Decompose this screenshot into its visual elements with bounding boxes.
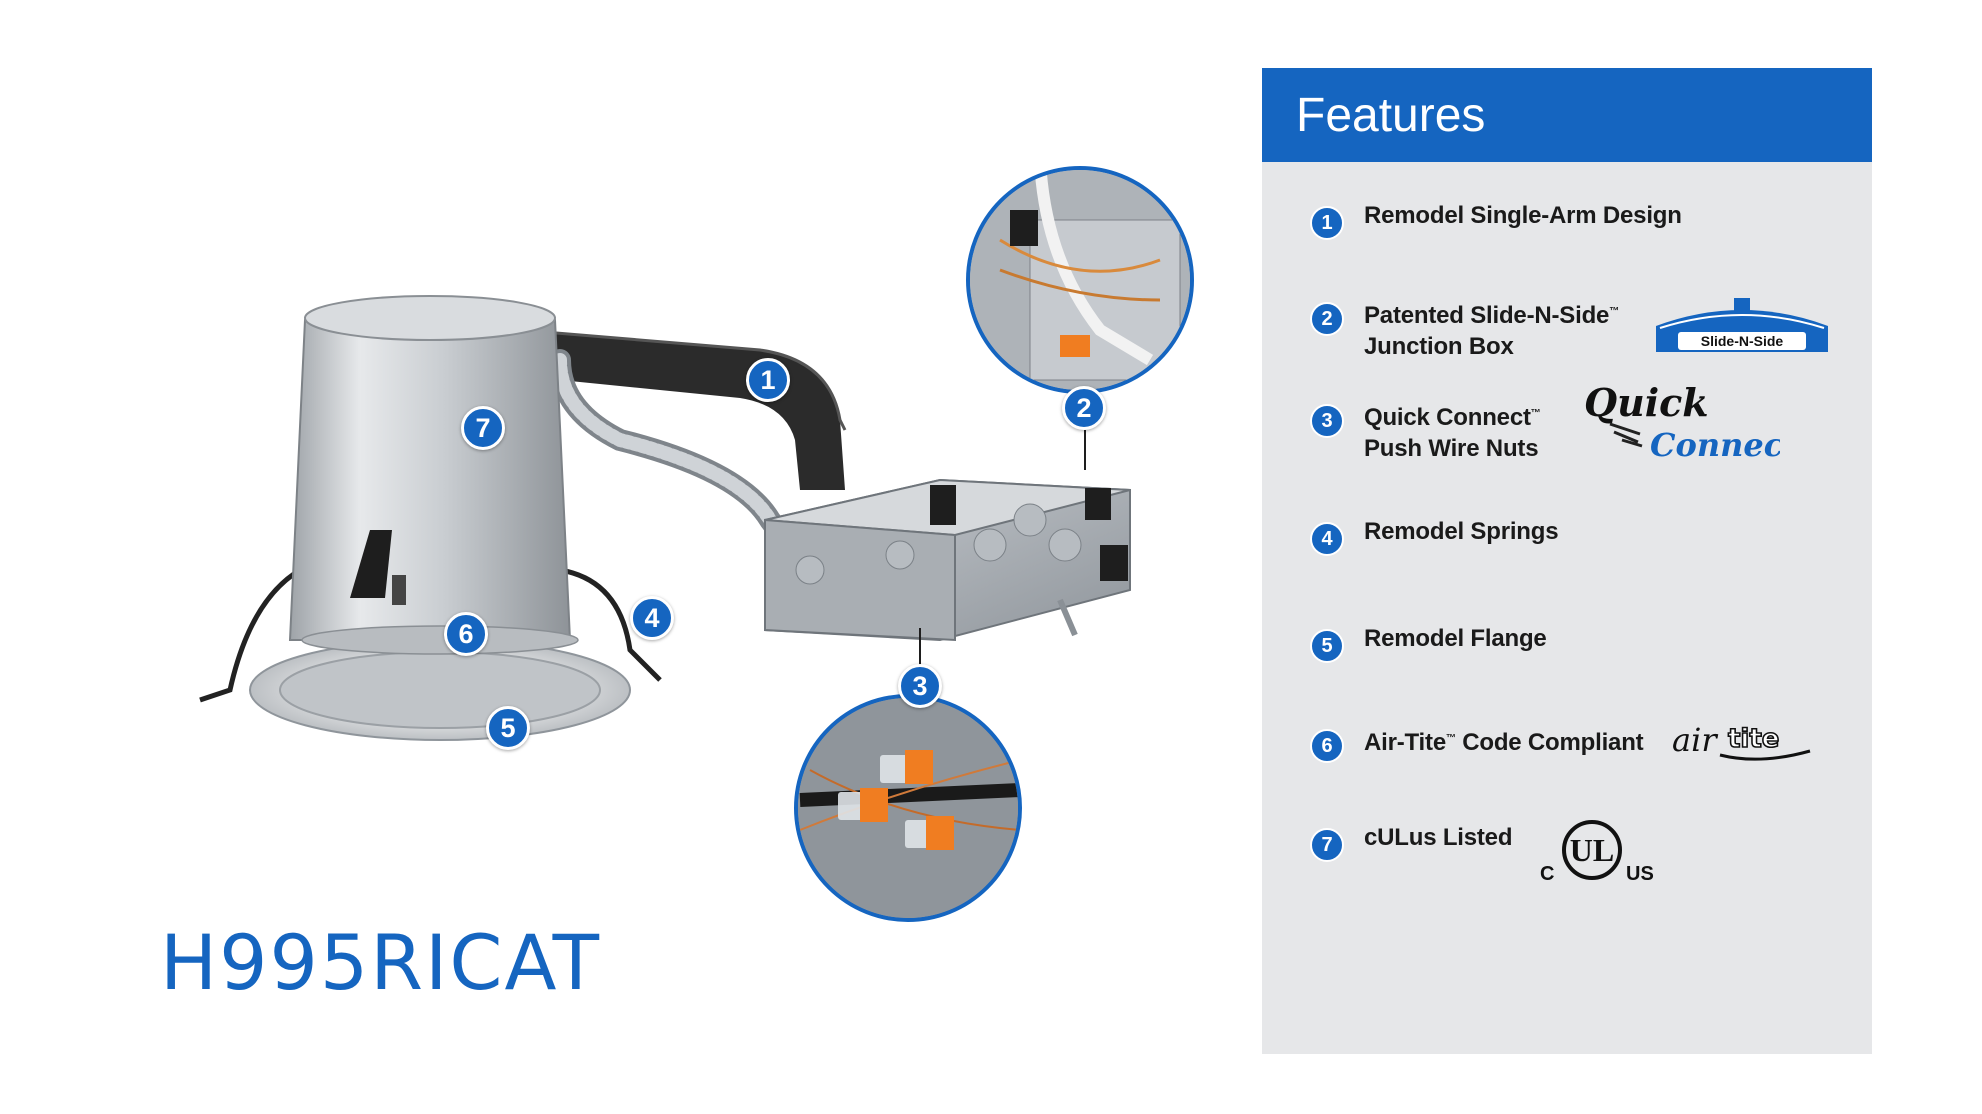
quick-connect-logo: Quick Connect bbox=[1584, 380, 1780, 464]
trademark-mark: ™ bbox=[1530, 408, 1541, 419]
callout-3: 3 bbox=[898, 664, 942, 708]
feature-number-badge: 5 bbox=[1310, 629, 1344, 663]
air-tite-logo: air tite bbox=[1672, 721, 1811, 761]
model-number: H995RICAT bbox=[160, 918, 602, 1007]
feature-label-line: cULus Listed bbox=[1364, 824, 1513, 851]
ul-logo-mark: UL bbox=[1570, 832, 1614, 868]
quick-connect-logo-word1: Quick bbox=[1584, 380, 1709, 425]
feature-label-line: Junction Box bbox=[1364, 333, 1514, 360]
callout-4: 4 bbox=[630, 596, 674, 640]
feature-number-badge: 2 bbox=[1310, 302, 1344, 336]
feature-number-badge: 3 bbox=[1310, 404, 1344, 438]
detail-bubble-junction-box bbox=[966, 166, 1194, 394]
features-header: Features bbox=[1262, 68, 1872, 162]
trademark-mark: ™ bbox=[1609, 306, 1619, 317]
feature-label: Patented Slide-N-Side™ Junction Box bbox=[1364, 296, 1619, 362]
feature-label-line: Code Compliant bbox=[1455, 729, 1644, 756]
feature-item: 4 Remodel Springs bbox=[1262, 518, 1872, 598]
callout-6: 6 bbox=[444, 612, 488, 656]
product-photo bbox=[199, 166, 1194, 922]
feature-label-line: Remodel Flange bbox=[1364, 625, 1547, 652]
slide-n-side-logo: Slide-N-Side bbox=[1656, 298, 1828, 352]
remodel-spring-right bbox=[559, 567, 662, 682]
features-title: Features bbox=[1296, 89, 1486, 142]
detail-bubble-wire-nuts bbox=[794, 694, 1022, 922]
feature-label-line: Remodel Springs bbox=[1364, 518, 1559, 545]
callout-2: 2 bbox=[1062, 386, 1106, 430]
feature-item: 5 Remodel Flange bbox=[1262, 625, 1872, 705]
feature-item: 3 Quick Connect™ Push Wire Nuts Quick Co… bbox=[1262, 380, 1872, 480]
feature-label: cULus Listed bbox=[1364, 822, 1512, 853]
feature-label: Remodel Flange bbox=[1364, 623, 1547, 654]
feature-number-badge: 1 bbox=[1310, 206, 1344, 240]
slide-n-side-logo-text: Slide-N-Side bbox=[1701, 333, 1784, 349]
feature-label-line: Push Wire Nuts bbox=[1364, 435, 1539, 462]
feature-label: Quick Connect™ Push Wire Nuts bbox=[1364, 398, 1541, 464]
feature-item: 6 Air-Tite™ Code Compliant air tite bbox=[1262, 721, 1872, 805]
feature-item: 2 Patented Slide-N-Side™ Junction Box Sl… bbox=[1262, 298, 1872, 378]
feature-label-line: Remodel Single-Arm Design bbox=[1364, 202, 1682, 229]
feature-label-line: Quick Connect bbox=[1364, 404, 1531, 431]
quick-connect-logo-word2: Connect bbox=[1650, 426, 1780, 464]
callout-7: 7 bbox=[461, 406, 505, 450]
feature-label: Air-Tite™ Code Compliant bbox=[1364, 723, 1644, 758]
feature-label-line: Air-Tite bbox=[1364, 729, 1446, 756]
product-illustration: 1 2 3 4 5 6 7 H995RICAT bbox=[160, 166, 1194, 1007]
feature-item: 1 Remodel Single-Arm Design bbox=[1262, 202, 1872, 282]
ul-listed-logo: UL C US bbox=[1540, 820, 1654, 885]
trademark-mark: ™ bbox=[1445, 733, 1456, 744]
feature-number-badge: 4 bbox=[1310, 522, 1344, 556]
feature-label: Remodel Springs bbox=[1364, 516, 1559, 547]
callout-1: 1 bbox=[746, 358, 790, 402]
features-panel: Features 1 Remodel Single-Arm Design 2 P… bbox=[1262, 68, 1872, 1054]
air-tite-logo-word1: air bbox=[1672, 721, 1718, 759]
feature-number-badge: 7 bbox=[1310, 828, 1344, 862]
feature-label-line: Patented Slide-N-Side bbox=[1364, 302, 1610, 329]
housing-can bbox=[288, 301, 572, 641]
ul-logo-us: US bbox=[1626, 863, 1654, 885]
feature-number-badge: 6 bbox=[1310, 729, 1344, 763]
ul-logo-c: C bbox=[1540, 863, 1554, 885]
feature-label: Remodel Single-Arm Design bbox=[1364, 200, 1682, 231]
callout-5: 5 bbox=[486, 706, 530, 750]
feature-item: 7 cULus Listed UL C US bbox=[1262, 820, 1872, 904]
remodel-spring-left bbox=[199, 567, 302, 703]
air-tite-logo-word2: tite bbox=[1728, 724, 1779, 754]
